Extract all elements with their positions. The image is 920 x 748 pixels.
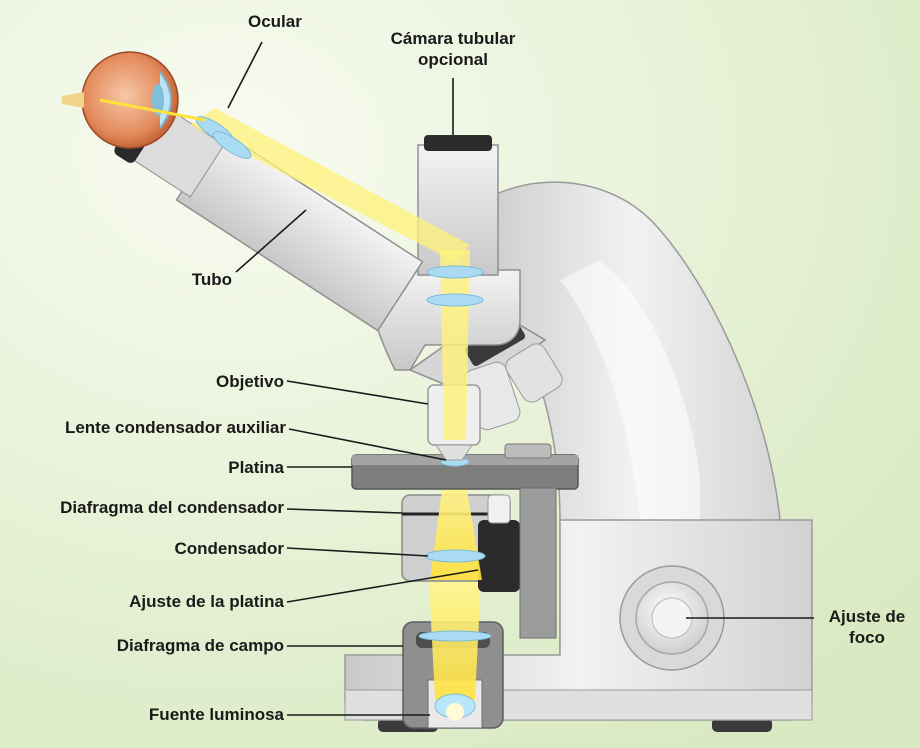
label-ocular: Ocular (248, 12, 302, 32)
head-lens-1 (427, 266, 483, 278)
condenser-lens (425, 550, 485, 562)
label-diafragma-campo: Diafragma de campo (117, 636, 284, 656)
camera-tube-cap (424, 135, 492, 151)
label-objetivo: Objetivo (216, 372, 284, 392)
label-fuente-luminosa: Fuente luminosa (149, 705, 284, 725)
label-camara-tubular: Cámara tubular opcional (378, 28, 528, 70)
label-condensador: Condensador (174, 539, 284, 559)
label-platina: Platina (228, 458, 284, 478)
label-ajuste-foco: Ajuste de foco (822, 606, 912, 648)
lamp-glow (446, 703, 464, 721)
label-diafragma-condensador: Diafragma del condensador (60, 498, 284, 518)
label-ajuste-platina: Ajuste de la platina (129, 592, 284, 612)
stage-adjust-cap (488, 495, 510, 523)
head-lens-2 (427, 294, 483, 306)
label-tubo: Tubo (192, 270, 232, 290)
label-lente-condensador-auxiliar: Lente condensador auxiliar (65, 418, 286, 438)
field-lens (419, 631, 491, 641)
